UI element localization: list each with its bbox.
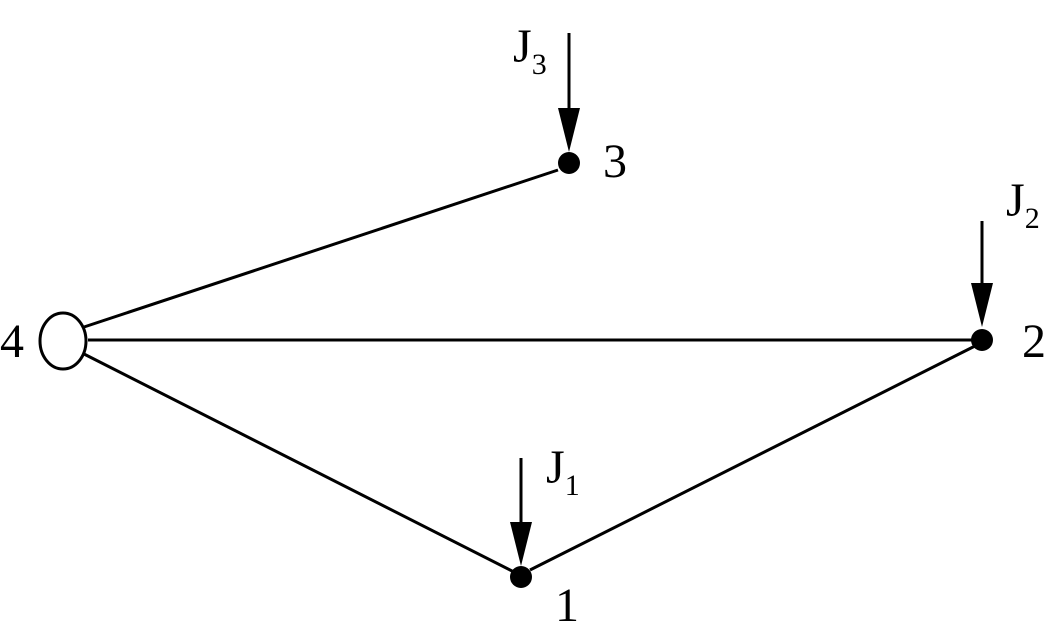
source-label-j1: J1	[546, 441, 580, 502]
source-label-j3-base: J	[513, 20, 532, 73]
node-1-dot	[510, 566, 532, 588]
edge-4-3	[83, 168, 559, 329]
source-labels: J3 J2 J1	[513, 20, 1040, 502]
node-label-2: 2	[1022, 315, 1046, 368]
node-label-1: 1	[555, 579, 579, 632]
source-label-j1-base: J	[546, 441, 565, 494]
node-label-4: 4	[0, 315, 24, 368]
node-4-reference	[38, 311, 88, 371]
nodes	[38, 152, 993, 588]
source-label-j3: J3	[513, 20, 547, 81]
edge-1-2	[529, 344, 976, 572]
arrowhead-j3	[558, 108, 580, 152]
source-label-j2-base: J	[1006, 174, 1025, 227]
source-label-j1-sub: 1	[565, 469, 580, 502]
source-label-j3-sub: 3	[532, 48, 547, 81]
node-labels: 3 2 1 4	[0, 135, 1046, 632]
edges	[83, 168, 983, 574]
arrowhead-j1	[510, 522, 532, 566]
source-label-j2-sub: 2	[1025, 202, 1040, 235]
node-2-dot	[971, 329, 993, 351]
edge-4-1	[83, 352, 515, 574]
source-arrows	[510, 33, 993, 566]
source-label-j2: J2	[1006, 174, 1040, 235]
node-3-dot	[558, 152, 580, 174]
arrowhead-j2	[971, 283, 993, 327]
node-label-3: 3	[603, 135, 627, 188]
